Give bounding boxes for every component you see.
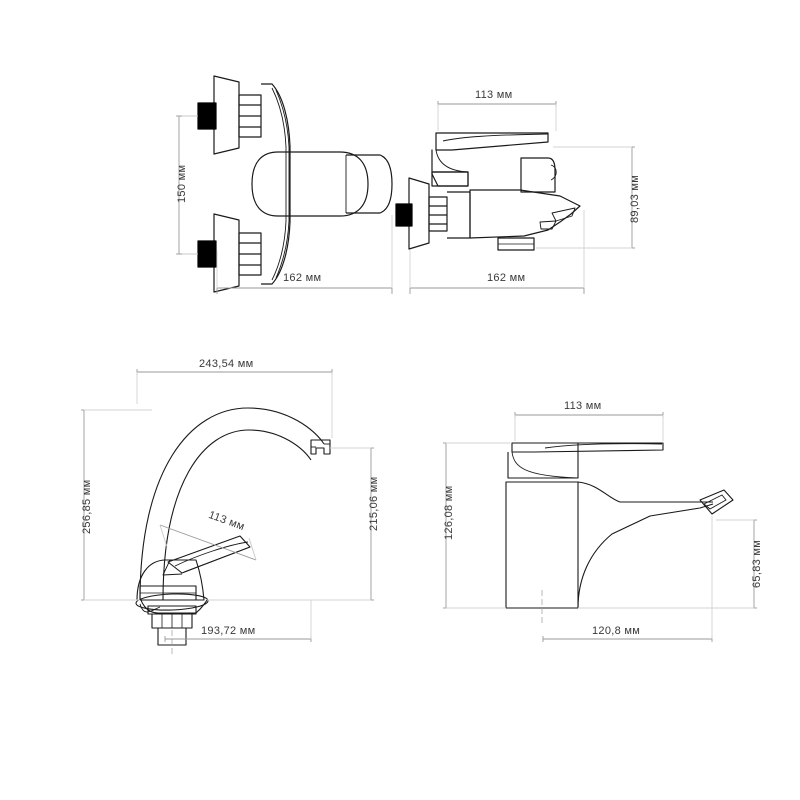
view-shower-mixer-front bbox=[186, 75, 393, 293]
dim-bath-height: 89,03 мм bbox=[629, 174, 641, 223]
view-bath-mixer-side bbox=[395, 132, 581, 251]
view-basin-mixer-side bbox=[505, 442, 734, 625]
dim-basin-spout-height: 65,83 мм bbox=[751, 539, 763, 588]
dim-kitchen-spout-height: 215,06 мм bbox=[368, 476, 380, 531]
dim-kitchen-reach: 243,54 мм bbox=[199, 358, 254, 370]
dim-basin-depth: 120,8 мм bbox=[592, 625, 641, 637]
dim-bath-handle-width: 113 мм bbox=[475, 89, 513, 101]
dimensions-shower-mixer bbox=[176, 115, 393, 294]
dim-kitchen-total-height: 256,85 мм bbox=[81, 479, 93, 534]
dimensions-bath-mixer bbox=[409, 101, 635, 294]
dimensions-basin-mixer bbox=[443, 412, 757, 642]
dim-kitchen-base-width: 193,72 мм bbox=[201, 625, 256, 637]
dim-bath-width: 162 мм bbox=[487, 272, 526, 284]
dim-shower-height: 150 мм bbox=[176, 164, 188, 203]
dimensions-kitchen-faucet bbox=[81, 369, 374, 642]
dim-shower-width: 162 мм bbox=[283, 272, 322, 284]
dim-basin-lever-width: 113 мм bbox=[564, 400, 602, 412]
view-kitchen-faucet-side bbox=[135, 407, 331, 655]
dim-basin-total-height: 126,08 мм bbox=[443, 485, 455, 540]
